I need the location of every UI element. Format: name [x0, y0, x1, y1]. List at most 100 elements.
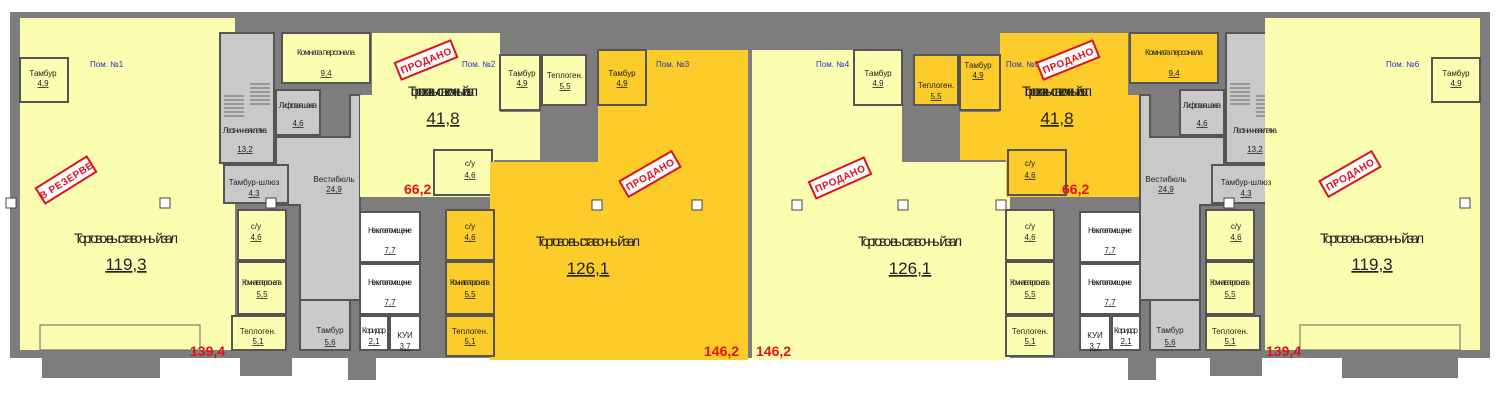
unit-5-heat-area: 5,5: [930, 92, 942, 101]
unit-4-heat-area: 5,1: [1024, 337, 1036, 346]
airlock-left-area: 4,3: [248, 189, 260, 198]
stair-right-label: Лестничная клетка: [1233, 126, 1278, 135]
nonres1-right-area: 7,7: [1104, 246, 1116, 255]
kui-left-area: 3,7: [399, 342, 411, 351]
unit-6-staff: [1205, 261, 1255, 315]
unit-1-tambur-area: 4,9: [37, 79, 49, 88]
kui-left-label: КУИ: [397, 331, 413, 340]
unit-5-hall-name: Торгово-выставочный зал: [1022, 83, 1092, 99]
lobby-left-area: 24,9: [326, 185, 342, 194]
unit-5-tambur-label: Тамбур: [964, 61, 992, 70]
unit-3-staff-area: 5,5: [464, 290, 476, 299]
unit-1-staff: [237, 261, 287, 315]
kui-left: [389, 315, 421, 351]
nonres2-right-area: 7,7: [1104, 298, 1116, 307]
unit-6-total: 139,4: [1266, 343, 1301, 359]
unit-5-pom-label: Пом. №5: [1006, 60, 1040, 69]
unit-2-heat-label: Теплоген.: [547, 71, 583, 80]
unit-5-heat-label: Теплоген.: [918, 81, 954, 90]
stair-right-area: 13,2: [1247, 145, 1263, 154]
core-tambur-right-label: Тамбур: [1156, 326, 1184, 335]
structural-columns: [5, 197, 1471, 211]
unit-3-su-area: 4,6: [464, 233, 476, 242]
unit-1-su: [237, 209, 287, 261]
corridor-right: [1111, 315, 1141, 351]
unit-5-staff: [1129, 32, 1219, 84]
unit-5-su: [1007, 149, 1067, 196]
unit-4-heat: [1005, 315, 1055, 357]
unit-6-su-area: 4,6: [1230, 233, 1242, 242]
corridor-left: [359, 315, 389, 351]
unit-5[interactable]: [913, 32, 1219, 197]
unit-3-staff-label: Комната персонала: [450, 278, 491, 287]
unit-6-hall-area: 119,3: [1351, 255, 1392, 274]
unit-5-su-label: с/у: [1025, 159, 1035, 168]
unit-1-heat-label: Теплоген.: [240, 327, 276, 336]
unit-4[interactable]: [752, 49, 1055, 360]
unit-3-su: [445, 209, 495, 261]
lift-right: [1179, 89, 1225, 136]
unit-1-hall-name: Торгово-выставочный зал: [74, 230, 178, 246]
unit-6-su: [1205, 209, 1255, 261]
nonres1-left-area: 7,7: [384, 246, 396, 255]
nonres2-right-label: Нежилое помещение: [1088, 278, 1133, 287]
nonres1-left: [359, 211, 421, 263]
corridor-right-label: Коридор: [1114, 326, 1139, 335]
unit-4-staff-label: Комната персонала: [1010, 278, 1051, 287]
unit-5-tambur: [959, 54, 1001, 111]
airlock-left-label: Тамбур-шлюз: [229, 178, 280, 187]
unit-6-heat-area: 5,1: [1224, 337, 1236, 346]
stair-left-area: 13,2: [237, 145, 253, 154]
unit-3-tambur-label: Тамбур: [608, 69, 636, 78]
unit-6-tambur-label: Тамбур: [1442, 69, 1470, 78]
unit-3-heat: [445, 315, 495, 357]
unit-1-staff-label: Комната персонала: [242, 278, 283, 287]
unit-2-staff-area: 9,4: [320, 69, 332, 78]
stair-left-label: Лестничная клетка: [223, 126, 268, 135]
core-tambur-left-label: Тамбур: [316, 326, 344, 335]
unit-4-staff-area: 5,5: [1024, 290, 1036, 299]
corridor-right-area: 2,1: [1120, 337, 1132, 346]
unit-3-heat-area: 5,1: [464, 337, 476, 346]
unit-2-heat-area: 5,5: [559, 82, 571, 91]
unit-6-heat: [1205, 315, 1261, 351]
stair-left: [219, 32, 275, 164]
lift-right-area: 4,6: [1196, 119, 1208, 128]
unit-1-pom-label: Пом. №1: [90, 60, 124, 69]
unit-1-tambur: [19, 57, 69, 103]
core-tambur-left-area: 5,6: [324, 338, 336, 347]
unit-2-tambur: [499, 54, 541, 111]
unit-6[interactable]: [1205, 18, 1481, 351]
unit-5-staff-label: Комната персонала: [1145, 48, 1204, 57]
unit-6-tambur: [1431, 57, 1481, 103]
nonres1-right: [1079, 211, 1141, 263]
unit-3[interactable]: [445, 49, 748, 360]
unit-2-staff-label: Комната персонала: [297, 48, 356, 57]
kui-right-label: КУИ: [1087, 331, 1103, 340]
lift-left-label: Лифтовая шахта: [279, 101, 318, 110]
unit-4-heat-label: Теплоген.: [1012, 327, 1048, 336]
unit-6-tambur-area: 4,9: [1450, 79, 1462, 88]
corridor-left-label: Коридор: [362, 326, 387, 335]
unit-4-pom-label: Пом. №4: [816, 60, 850, 69]
unit-3-heat-label: Теплоген.: [452, 327, 488, 336]
unit-4-hall-name: Торгово-выставочный зал: [858, 233, 962, 249]
core-tambur-right-area: 5,6: [1164, 338, 1176, 347]
unit-2-su-label: с/у: [465, 159, 475, 168]
unit-2-heat: [541, 54, 587, 106]
unit-6-hall-name: Торгово-выставочный зал: [1320, 230, 1424, 246]
unit-6-staff-area: 5,5: [1224, 290, 1236, 299]
unit-2-staff: [281, 32, 371, 84]
lift-right-label: Лифтовая шахта: [1183, 101, 1222, 110]
unit-2-tambur-area: 4,9: [516, 79, 528, 88]
unit-3-hall-name: Торгово-выставочный зал: [536, 233, 640, 249]
unit-2-su: [433, 149, 493, 196]
unit-1-heat: [231, 315, 287, 351]
unit-6-staff-label: Комната персонала: [1210, 278, 1251, 287]
lobby-right-label: Вестибюль: [1145, 175, 1186, 184]
unit-6-pom-label: Пом. №6: [1386, 60, 1420, 69]
unit-5-hall: [960, 33, 1140, 197]
unit-1-entrance-strip: [39, 324, 201, 351]
lift-left: [275, 89, 321, 136]
